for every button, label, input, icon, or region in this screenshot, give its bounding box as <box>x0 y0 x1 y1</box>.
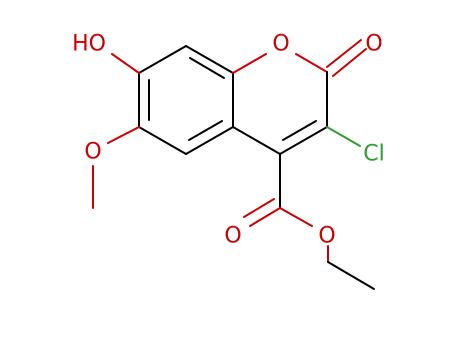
c-cl-bond <box>326 126 361 147</box>
bond <box>107 126 140 144</box>
carbonyl-oxygen-label: O <box>365 32 382 57</box>
bond <box>232 53 267 74</box>
methoxy-group <box>92 126 140 209</box>
ester-group <box>243 153 375 290</box>
pyrone-ring <box>232 53 328 155</box>
double-bond-inner <box>282 120 317 141</box>
bond <box>295 53 328 73</box>
bond <box>185 45 234 74</box>
double-bond-inner <box>188 120 223 141</box>
hydroxyl-label: HO <box>72 32 106 57</box>
chlorine-label: Cl <box>363 142 384 167</box>
bond <box>138 126 187 155</box>
methoxy-oxygen-label: O <box>84 140 101 165</box>
bond <box>138 45 187 74</box>
bond <box>279 207 313 227</box>
benzene-ring <box>138 45 234 155</box>
c-oh-bond <box>111 53 140 74</box>
bond <box>249 207 281 227</box>
carbonyl-bond <box>326 39 367 77</box>
bond <box>232 126 281 155</box>
bond <box>326 39 362 68</box>
bond <box>185 126 234 155</box>
bond <box>279 126 328 155</box>
ring-oxygen-label: O <box>272 32 289 57</box>
bond <box>332 48 367 77</box>
ester-oxygen-label: O <box>318 224 335 249</box>
bond <box>243 198 275 218</box>
double-bond-inner <box>189 57 225 79</box>
ethyl-bond <box>327 261 375 290</box>
ester-carbonyl-oxygen-label: O <box>224 224 241 249</box>
